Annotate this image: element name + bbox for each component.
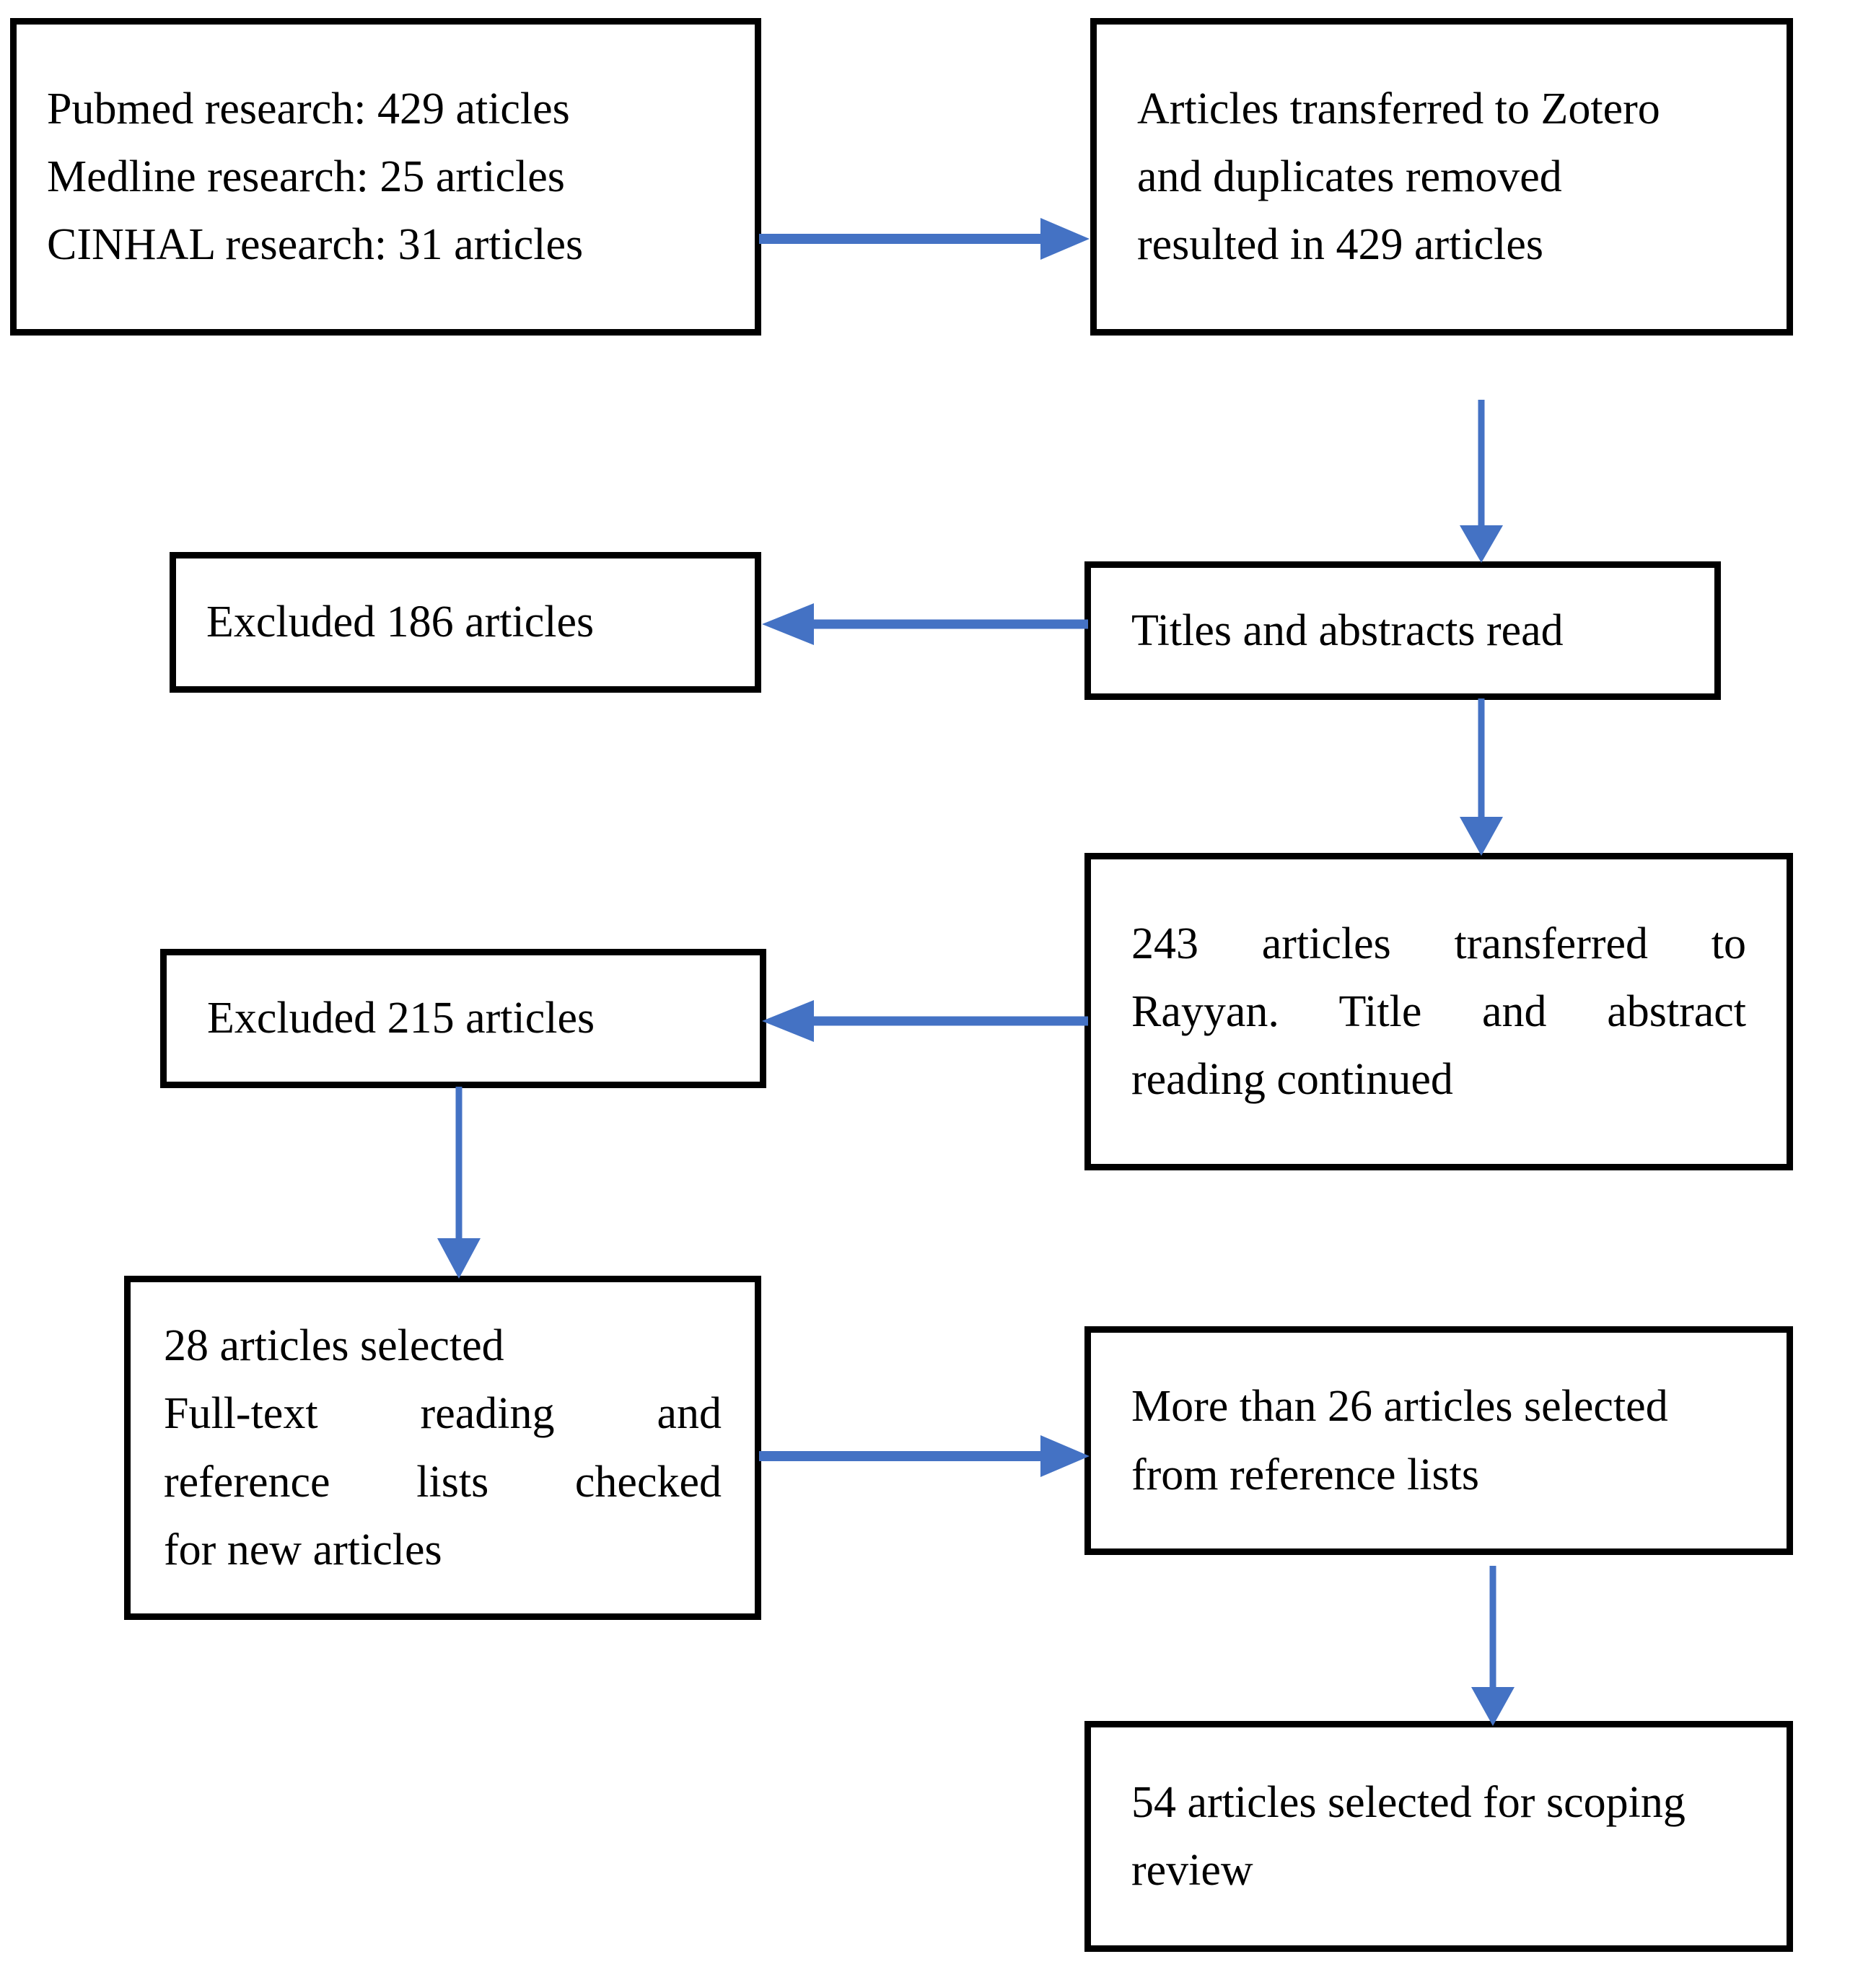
- node-database-search-results: Pubmed research: 429 aticles Medline res…: [10, 18, 761, 336]
- node-line: Medline research: 25 articles: [47, 152, 565, 201]
- arrow-fulltext-to-reflists: [758, 1431, 1093, 1481]
- node-line: review: [1131, 1846, 1253, 1895]
- node-line: CINHAL research: 31 articles: [47, 220, 584, 270]
- node-line: Full-text reading and: [164, 1389, 722, 1439]
- node-final-included: 54 articles selected for scoping review: [1084, 1721, 1793, 1952]
- node-reference-list-additions: More than 26 articles selected from refe…: [1084, 1326, 1793, 1555]
- node-zotero-dedup: Articles transferred to Zotero and dupli…: [1090, 18, 1793, 336]
- arrow-zotero-to-titles: [1455, 398, 1507, 564]
- node-line: Articles transferred to Zotero: [1137, 84, 1660, 133]
- arrow-sources-to-zotero: [758, 214, 1093, 264]
- node-line: resulted in 429 articles: [1137, 220, 1543, 270]
- arrow-titles-to-rayyan: [1455, 697, 1507, 857]
- node-line: for new articles: [164, 1525, 442, 1574]
- arrow-titles-to-excluded186: [758, 600, 1090, 648]
- node-line: and duplicates removed: [1137, 152, 1562, 201]
- arrow-excluded215-to-fulltext: [433, 1085, 485, 1280]
- node-line: Rayyan. Title and abstract: [1131, 986, 1746, 1036]
- arrow-reflists-to-final: [1467, 1564, 1519, 1727]
- node-excluded-215: Excluded 215 articles: [160, 949, 766, 1088]
- node-line: 28 articles selected: [164, 1321, 504, 1371]
- node-line: More than 26 articles selected: [1131, 1382, 1668, 1432]
- node-line: 243 articles transferred to: [1131, 919, 1746, 968]
- node-titles-abstracts-read: Titles and abstracts read: [1084, 561, 1721, 700]
- node-line: Pubmed research: 429 aticles: [47, 84, 570, 133]
- node-line: Excluded 215 articles: [207, 994, 595, 1043]
- node-rayyan-transfer: 243 articles transferred to Rayyan. Titl…: [1084, 853, 1793, 1170]
- node-line: Titles and abstracts read: [1131, 605, 1564, 655]
- arrow-rayyan-to-excluded215: [758, 997, 1090, 1045]
- node-line: 54 articles selected for scoping: [1131, 1777, 1686, 1827]
- node-full-text-reading: 28 articles selected Full-text reading a…: [124, 1276, 761, 1620]
- node-excluded-186: Excluded 186 articles: [170, 552, 761, 693]
- node-line: reading continued: [1131, 1055, 1453, 1105]
- node-line: from reference lists: [1131, 1450, 1479, 1499]
- node-line: Excluded 186 articles: [206, 597, 595, 647]
- node-line: reference lists checked: [164, 1457, 722, 1507]
